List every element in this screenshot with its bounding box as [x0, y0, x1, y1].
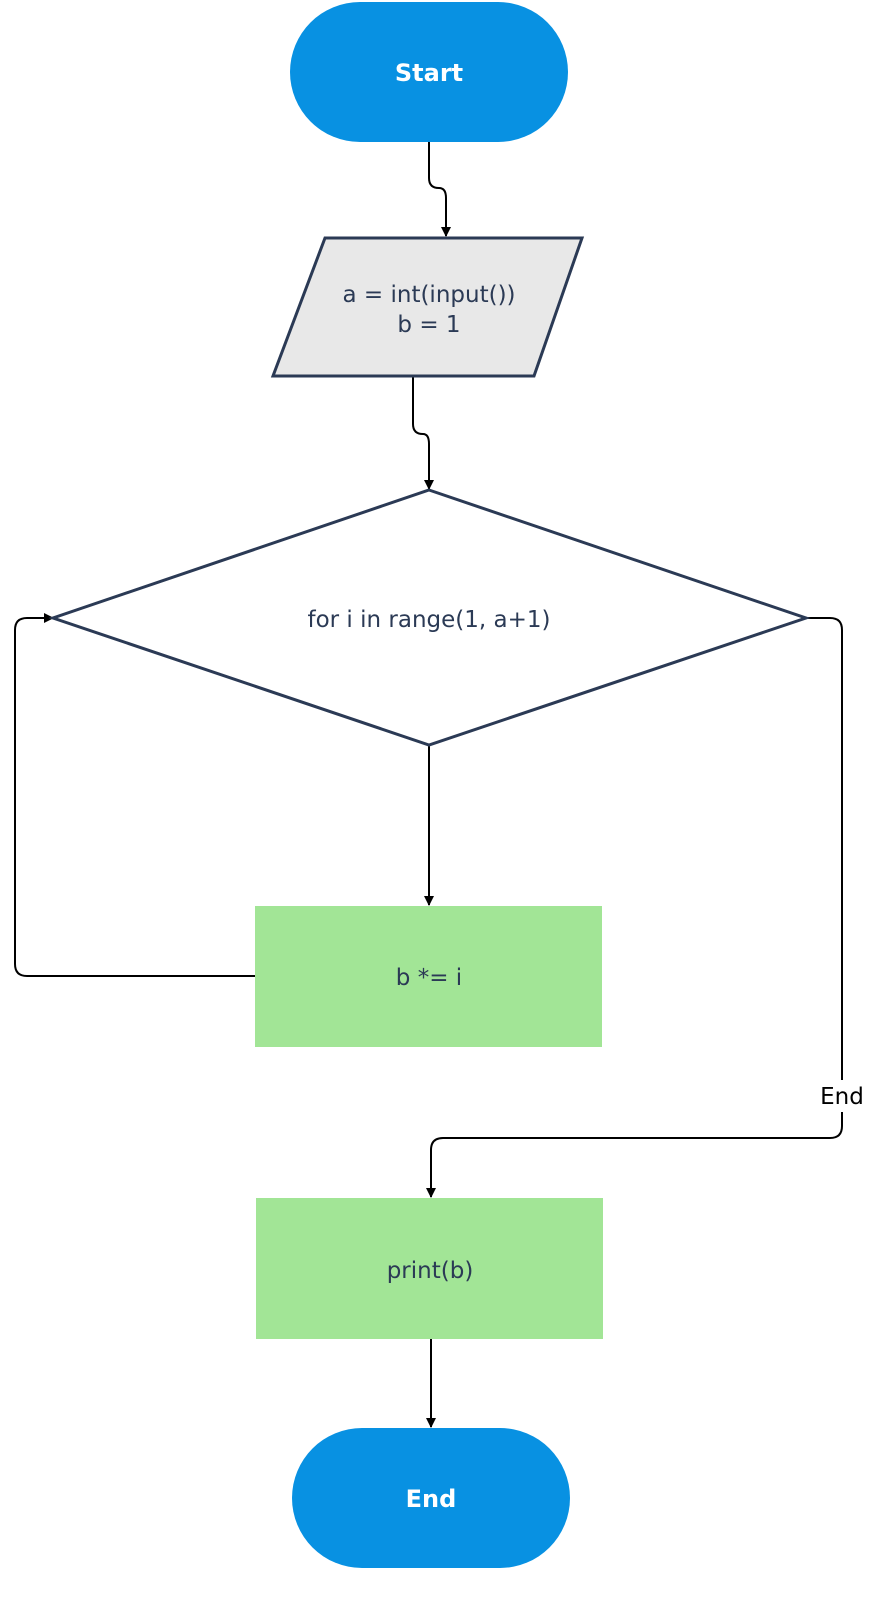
edge-multiply-back-to-loop	[14, 613, 255, 977]
print-node: print(b)	[256, 1198, 603, 1339]
end-node: End	[292, 1428, 570, 1568]
edge-start-to-input	[428, 142, 451, 237]
start-node: Start	[290, 2, 568, 142]
start-label: Start	[395, 59, 463, 87]
end-label: End	[406, 1485, 457, 1513]
multiply-node: b *= i	[255, 906, 602, 1047]
loop-decision-node: for i in range(1, a+1)	[48, 488, 811, 747]
edge-loop-exit-to-print	[426, 617, 843, 1198]
input-label-line2: b = 1	[397, 312, 460, 338]
edge-label-background	[816, 1080, 868, 1112]
loop-exit-label: End	[820, 1084, 864, 1110]
loop-decision-shape	[48, 488, 811, 747]
multiply-label: b *= i	[396, 965, 462, 991]
loop-decision-label: for i in range(1, a+1)	[308, 607, 551, 633]
print-label: print(b)	[387, 1258, 474, 1284]
edge-input-to-loop	[412, 376, 434, 490]
input-label-line1: a = int(input())	[342, 282, 515, 308]
multiply-shape	[255, 906, 602, 1047]
print-shape	[256, 1198, 603, 1339]
input-shape	[270, 236, 585, 378]
end-shape	[292, 1428, 570, 1568]
start-shape	[290, 2, 568, 142]
input-node: a = int(input()) b = 1	[270, 236, 585, 378]
